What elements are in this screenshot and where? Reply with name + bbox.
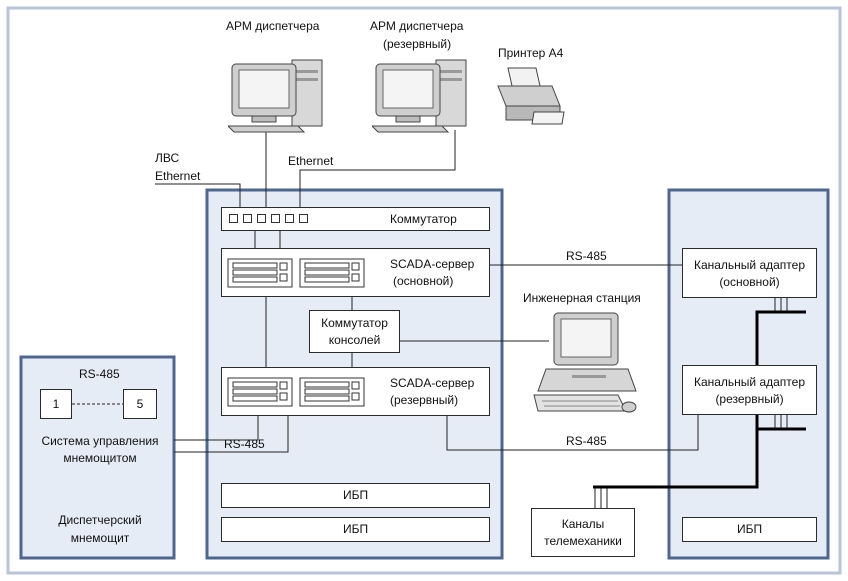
module-last-label: 5 [136,397,144,411]
board-title: Диспетчерский [58,513,142,527]
lan-label: ЛВС [155,151,180,165]
lan-wire [155,183,241,210]
telemechanics-channels: Каналы телемеханики [531,508,635,557]
rs485-board-link-2 [174,416,289,453]
reserve-workstation-sublabel: (резервный) [383,37,452,51]
reserve-workstation-icon [372,59,467,133]
dispatcher-workstation-icon [228,59,323,133]
channel-adapter-reserve: Канальный адаптер (резервный) [682,365,817,415]
adapter-reserve-label: Канальный адаптер [693,375,806,389]
scada-main-sublabel: (основной) [393,274,454,288]
outer-frame [6,6,842,575]
printer-icon [497,67,565,125]
ups-box-1: ИБП [221,483,490,508]
rs485-bottom-label: RS-485 [566,434,607,448]
console-switch-sublabel: консолей [328,333,381,347]
mnemonic-rs485-label: RS-485 [79,367,120,381]
telemechanics-sublabel: телемеханики [544,534,622,548]
scada-reserve-drives-icon [227,377,365,407]
ethernet-label: Ethernet [288,154,334,168]
ups-adapter-label: ИБП [736,522,763,536]
board-control-label: Система управления [41,434,159,448]
rs485-bottom-link [446,415,699,451]
adapter-main-sublabel: (основной) [719,275,780,289]
ups-1-label: ИБП [342,488,369,502]
ups-2-label: ИБП [342,522,369,536]
board-subtitle: мнемощит [70,531,130,545]
adapter-main-label: Канальный адаптер [693,258,806,272]
ups-box-2: ИБП [221,517,490,542]
rs485-board-link-1 [174,416,259,441]
board-control-sublabel: мнемощитом [63,451,137,465]
ethernet-wire-reserve-arm [299,130,456,210]
scada-server-main: SCADA-сервер (основной) [221,248,490,297]
module-last: 5 [123,389,157,419]
network-switch: Коммутатор [221,207,490,231]
scada-server-reserve: SCADA-сервер (резервный) [221,367,490,416]
rs485-board-label: RS-485 [224,437,265,451]
rs485-top-label: RS-485 [566,249,607,263]
console-switch-label: Коммутатор [321,316,388,330]
module-first: 1 [40,389,72,419]
printer-label: Принтер А4 [498,46,564,60]
dispatcher-workstation-label: АРМ диспетчера [226,19,320,33]
reserve-workstation-label: АРМ диспетчера [370,19,464,33]
module-first-label: 1 [52,397,60,411]
engineering-station-icon [533,312,637,413]
scada-main-drives-icon [227,258,365,288]
switch-label: Коммутатор [390,212,457,226]
engineering-station-label: Инженерная станция [523,291,641,305]
scada-reserve-label: SCADA-сервер [390,376,475,390]
telemechanics-label: Каналы [561,517,605,531]
console-switch: Коммутатор консолей [309,310,400,353]
scada-main-label: SCADA-сервер [390,257,475,271]
scada-reserve-sublabel: (резервный) [390,393,459,407]
lan-ethernet-label: Ethernet [155,169,201,183]
switch-ports [229,214,308,223]
ups-box-adapter: ИБП [682,517,817,542]
channel-adapter-main: Канальный адаптер (основной) [682,248,817,298]
adapter-reserve-sublabel: (резервный) [715,392,784,406]
